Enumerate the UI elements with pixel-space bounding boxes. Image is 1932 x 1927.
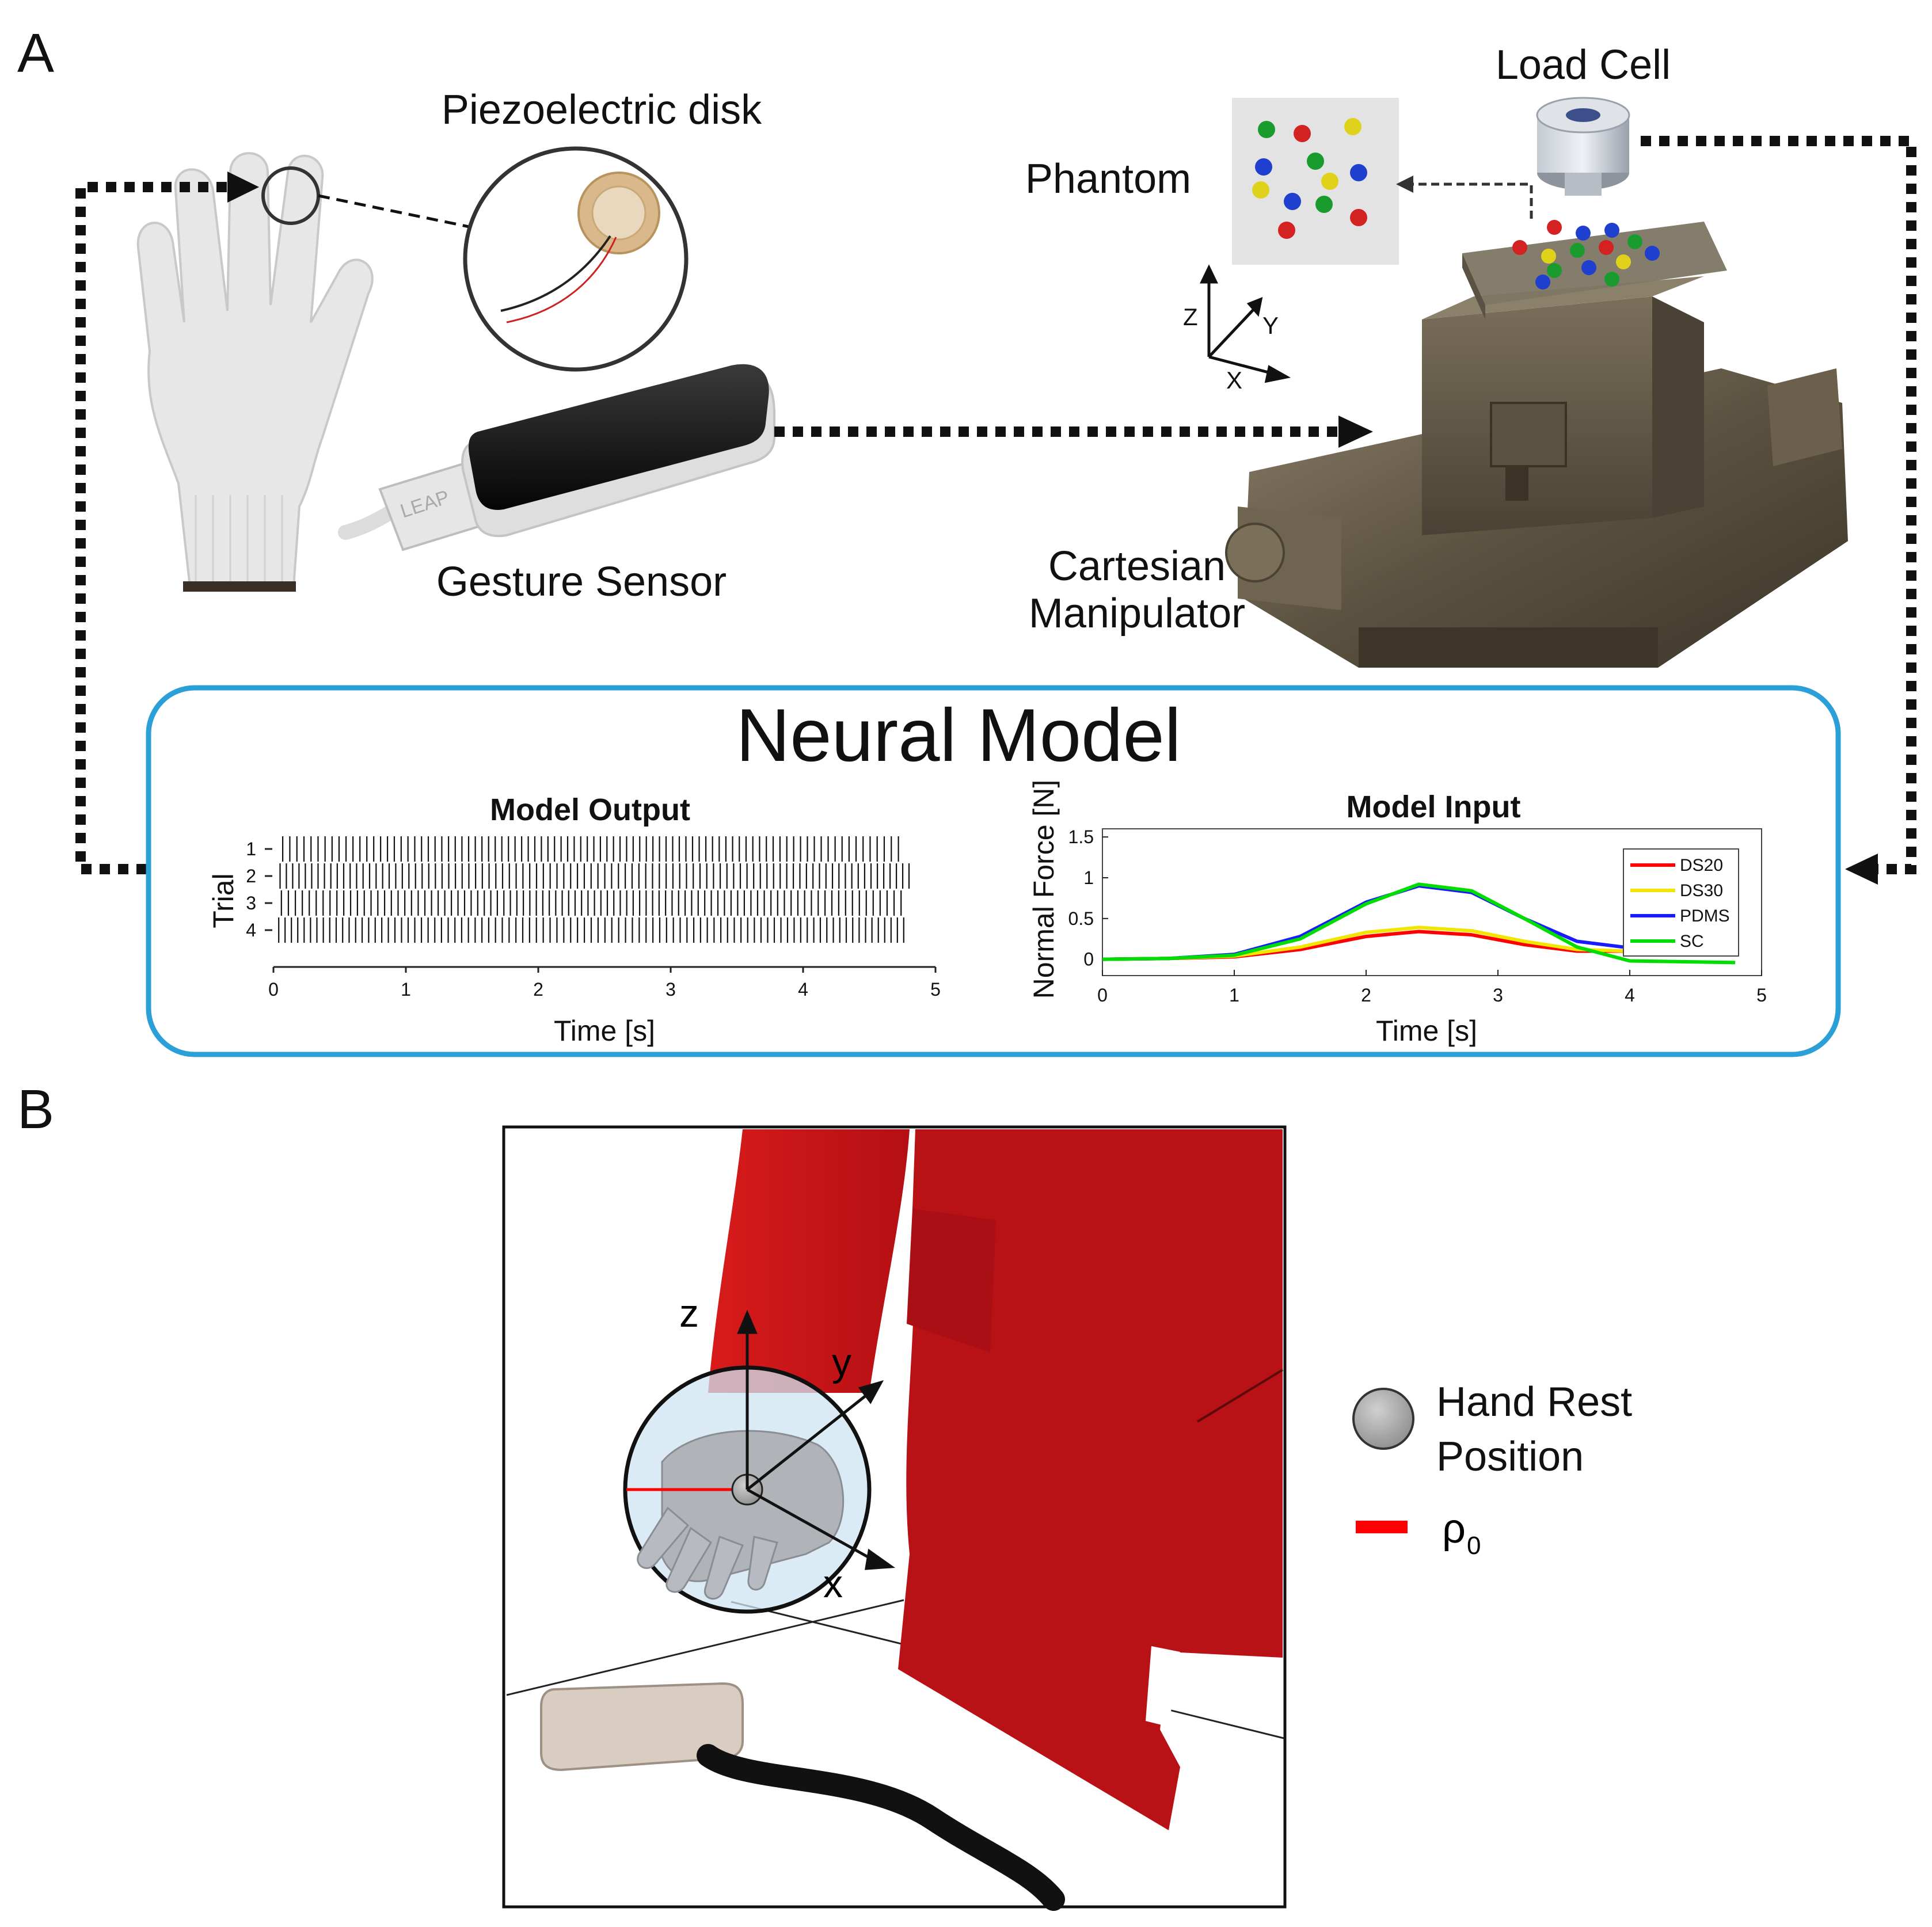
arrowhead-to-neural-model [1845, 854, 1878, 885]
cartesian-manipulator-image [1225, 220, 1848, 668]
piezo-disk-image [463, 146, 689, 372]
feedback-arrow-right [1641, 136, 1916, 874]
model-output-title: Model Output [490, 793, 690, 827]
model-input-title: Model Input [1347, 790, 1521, 824]
piezo-label: Piezoelectric disk [442, 87, 762, 133]
panel-letter-b: B [17, 1079, 54, 1140]
line-y-tick-label: 1 [1083, 867, 1094, 888]
axis-y-label-a: Y [1262, 312, 1279, 339]
line-y-tick-label: 1.5 [1068, 827, 1094, 847]
neural-model-title: Neural Model [736, 693, 1181, 777]
raster-y-tick-label: 3 [246, 893, 256, 913]
model-output-chart: Model Output 0 1 2 3 4 5 1 2 3 4 Time [s] Trial [207, 793, 941, 1047]
glove-image [136, 152, 374, 592]
line-x-tick-label: 1 [1229, 985, 1239, 1006]
legend-b: Hand Rest Position ρ 0 [1352, 1379, 1632, 1560]
phantom-label: Phantom [1025, 156, 1191, 202]
axes-triad-a [1200, 264, 1291, 383]
phantom-callout-arrowhead [1396, 176, 1413, 193]
line-x-tick-label: 0 [1097, 985, 1108, 1006]
raster-x-tick-label: 3 [665, 979, 676, 1000]
axis-x-label-a: X [1226, 367, 1242, 394]
axis-z-label-b: z [679, 1292, 699, 1335]
neural-model-box [146, 685, 1841, 1057]
line-y-tick-label: 0 [1083, 949, 1094, 970]
panel-letter-a: A [17, 22, 54, 84]
cartesian-label-line2: Manipulator [1029, 591, 1245, 637]
load-cell-label: Load Cell [1496, 42, 1671, 88]
model-output-xlabel: Time [s] [554, 1015, 655, 1047]
feedback-arrow-left [75, 182, 230, 874]
axis-y-label-b: y [832, 1340, 851, 1384]
raster-x-tick-label: 4 [798, 979, 808, 1000]
line-x-tick-label: 4 [1625, 985, 1635, 1006]
line-x-tick-label: 3 [1493, 985, 1503, 1006]
arrowhead-to-glove [227, 172, 259, 203]
line-plot-frame [1102, 828, 1762, 976]
rho-legend-label: ρ [1442, 1506, 1466, 1552]
axis-x-label-b: x [823, 1562, 843, 1606]
phantom-image [1232, 98, 1399, 265]
legend-label-ds30: DS30 [1680, 881, 1723, 900]
hand-rest-legend-line1: Hand Rest [1436, 1379, 1632, 1425]
legend-label-ds20: DS20 [1680, 856, 1723, 875]
legend-label-pdms: PDMS [1680, 907, 1730, 926]
raster-y-tick-label: 4 [246, 920, 256, 940]
legend-label-sc: SC [1680, 932, 1704, 951]
rho-legend-subscript: 0 [1467, 1532, 1481, 1560]
load-cell-image [1536, 97, 1630, 196]
raster-y-tick-label: 2 [246, 866, 256, 886]
hand-rest-legend-marker [1352, 1388, 1414, 1450]
series-line-sc [1102, 882, 1736, 965]
gesture-sensor-label: Gesture Sensor [436, 559, 727, 605]
model-input-ylabel: Normal Force [N] [1028, 780, 1060, 999]
cartesian-label-line1: Cartesian [1048, 543, 1226, 589]
model-output-ylabel: Trial [207, 873, 239, 928]
model-input-xlabel: Time [s] [1376, 1015, 1477, 1047]
phantom-callout-arrow [1410, 182, 1533, 219]
line-x-tick-label: 2 [1361, 985, 1371, 1006]
raster-x-tick-label: 1 [401, 979, 411, 1000]
gesture-sensor-image: LEAP [338, 364, 775, 551]
raster-x-tick-label: 5 [930, 979, 941, 1000]
raster-x-tick-label: 2 [533, 979, 543, 1000]
line-x-tick-label: 5 [1756, 985, 1767, 1006]
axis-z-label-a: Z [1183, 303, 1198, 330]
raster-x-tick-label: 0 [268, 979, 279, 1000]
hand-rest-legend-line2: Position [1436, 1434, 1584, 1480]
line-y-tick-label: 0.5 [1068, 908, 1094, 929]
piezo-callout-line [318, 194, 473, 229]
rho-legend-swatch [1356, 1521, 1408, 1533]
avatar-scene [502, 1125, 1287, 1911]
raster-y-tick-label: 1 [246, 839, 256, 859]
arrowhead-to-manipulator [1338, 416, 1373, 448]
